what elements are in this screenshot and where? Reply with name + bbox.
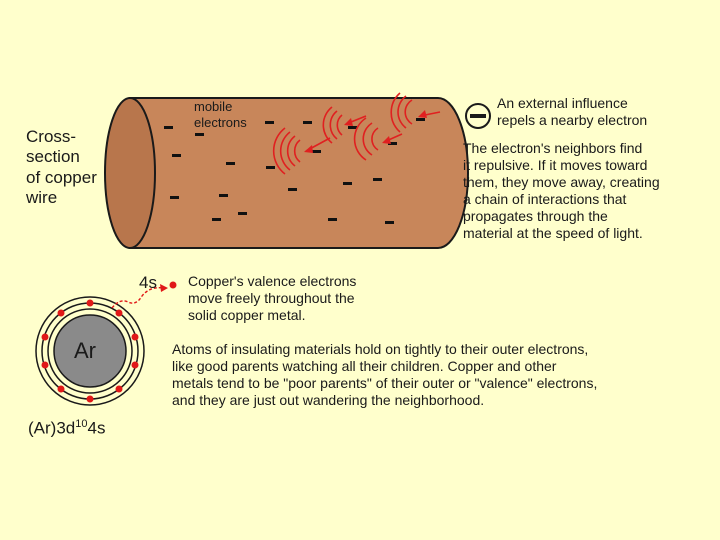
- electron: [265, 121, 274, 124]
- mobile-electrons: [164, 118, 425, 224]
- electron: [288, 188, 297, 191]
- electron-configuration: (Ar)3d104s: [28, 418, 105, 439]
- electron: [266, 166, 275, 169]
- negative-charge-icon: [465, 103, 491, 129]
- external-influence-label: An external influence repels a nearby el…: [497, 95, 648, 129]
- 4s-arrowhead: [160, 284, 168, 292]
- electron: [238, 212, 247, 215]
- copper-atom-model: [35, 281, 177, 406]
- copper-wire-body: [129, 97, 469, 249]
- 4s-escape-path: [111, 286, 165, 309]
- electron: [172, 154, 181, 157]
- argon-core-label: Ar: [74, 338, 96, 363]
- repulsion-waves: [272, 92, 441, 175]
- mobile-electrons-label: mobile electrons: [194, 99, 247, 130]
- electron: [312, 150, 321, 153]
- arrowheads: [304, 110, 427, 153]
- orbit-ring-outer: [35, 296, 145, 406]
- electron: [212, 218, 221, 221]
- electron: [348, 126, 357, 129]
- neighbors-explanation: The electron's neighbors find it repulsi…: [463, 140, 660, 242]
- 3d-electrons: [41, 299, 139, 403]
- electron: [373, 178, 382, 181]
- electron: [303, 121, 312, 124]
- electron: [226, 162, 235, 165]
- wave-group-4: [390, 92, 413, 133]
- orbital-4s-label: 4s: [139, 273, 157, 292]
- config-tail: 4s: [87, 418, 106, 438]
- orbit-ring-inner: [47, 308, 133, 394]
- electron: [219, 194, 228, 197]
- cross-section-label: Cross- section of copper wire: [26, 127, 97, 208]
- electron: [388, 142, 397, 145]
- wave-group-3: [353, 117, 379, 161]
- electron: [328, 218, 337, 221]
- wave-group-1: [272, 127, 301, 175]
- insulator-analogy-text: Atoms of insulating materials hold on ti…: [172, 341, 598, 409]
- electron: [416, 118, 425, 121]
- electron: [164, 126, 173, 129]
- wave-group-2: [322, 106, 343, 144]
- electron: [385, 221, 394, 224]
- wire-cross-section-end: [104, 97, 156, 249]
- 4s-electron: [169, 281, 177, 289]
- electron: [170, 196, 179, 199]
- argon-core: [53, 314, 127, 388]
- config-base: (Ar)3d: [28, 418, 76, 438]
- valence-electrons-text: Copper's valence electrons move freely t…: [188, 273, 357, 324]
- config-superscript: 10: [75, 418, 88, 430]
- electron: [343, 182, 352, 185]
- electron: [195, 133, 204, 136]
